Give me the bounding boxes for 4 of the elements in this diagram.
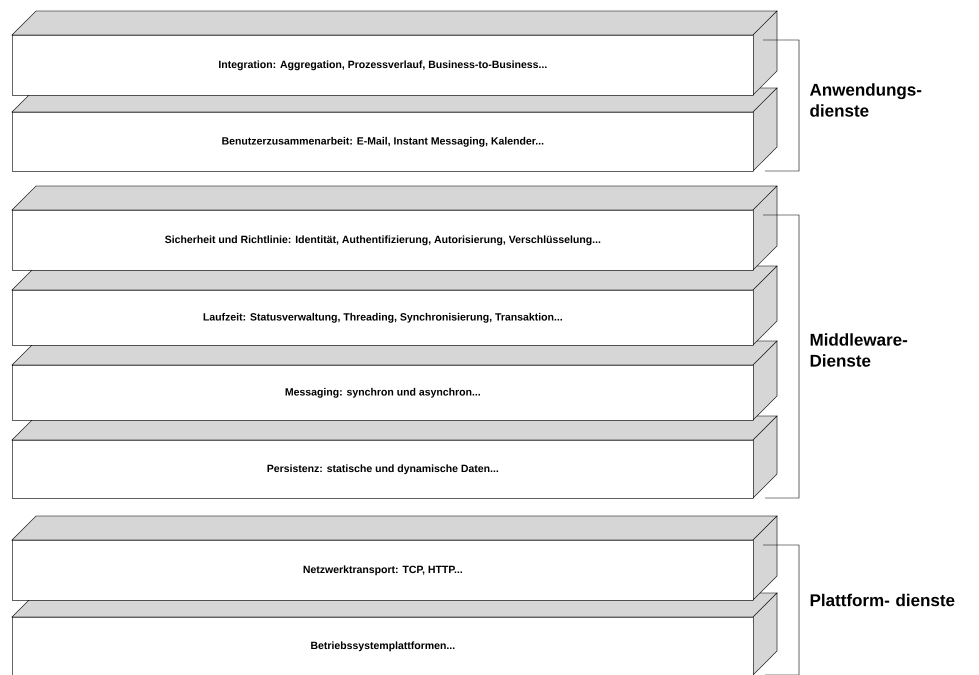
group-label: Anwendungs- dienste [810, 83, 922, 117]
node-label: Betriebssystemplattformen... [311, 641, 454, 652]
group-label: Plattform- dienste [810, 594, 954, 606]
group-label: Middleware- Dienste [810, 333, 908, 367]
